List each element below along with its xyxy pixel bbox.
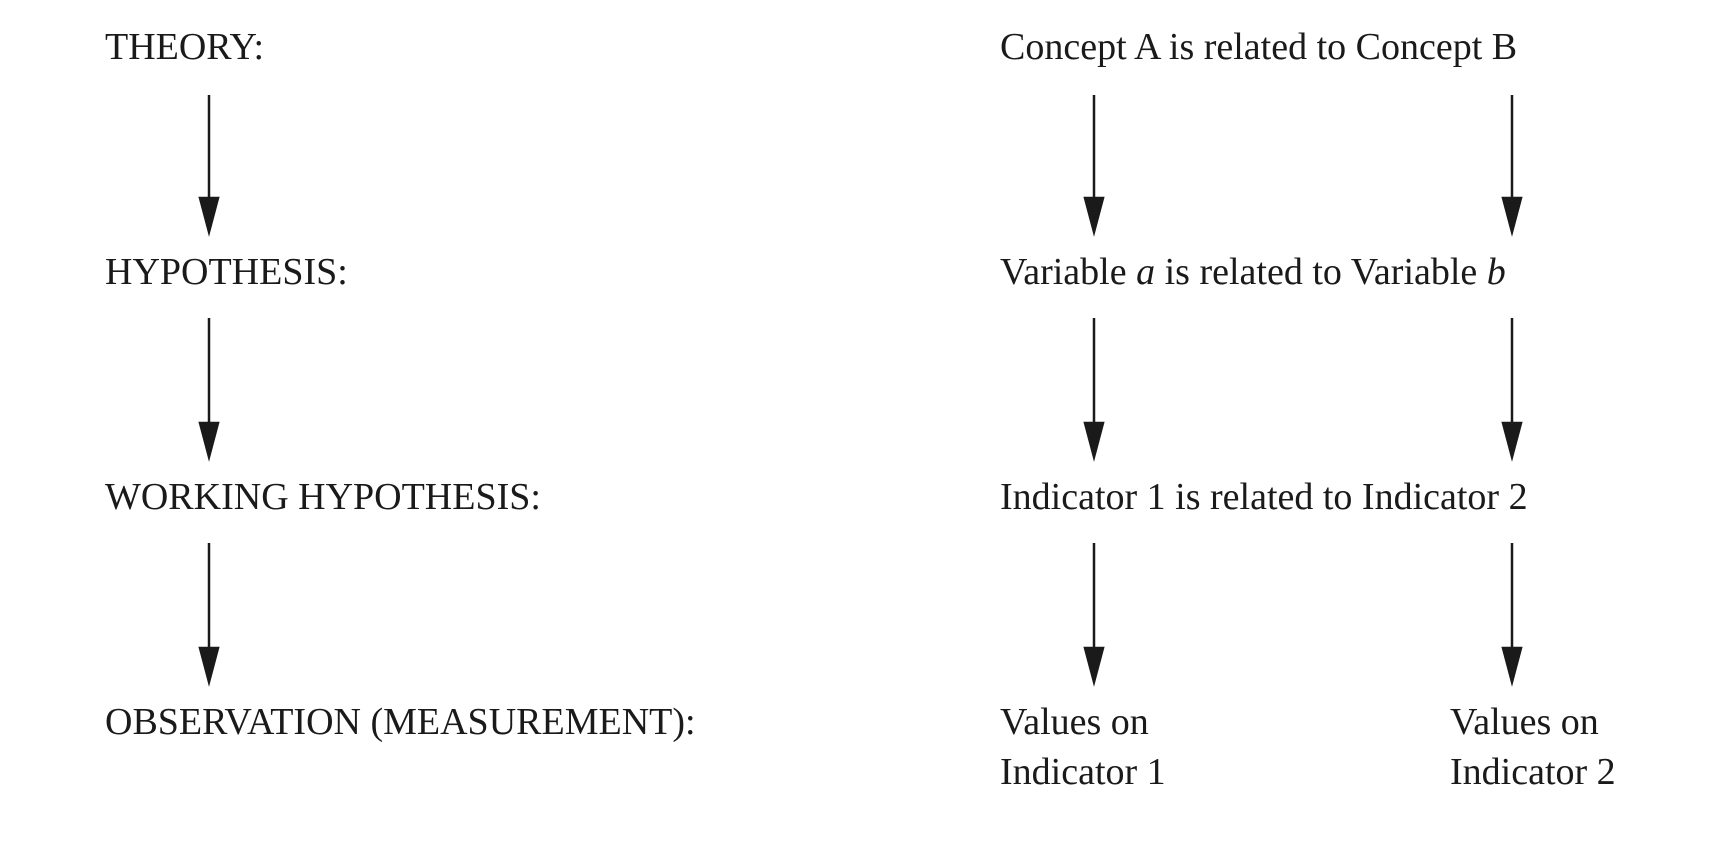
hypothesis-statement-prefix: Variable: [1000, 251, 1137, 293]
observation-right-line2: Indicator 2: [1450, 751, 1616, 793]
observation-left-line2: Indicator 1: [1000, 751, 1166, 793]
hypothesis-statement: Variable a is related to Variable b: [1000, 253, 1506, 291]
working-hypothesis-label: WORKING HYPOTHESIS:: [105, 476, 541, 518]
arrow-theory-to-hypothesis: [198, 95, 220, 237]
arrow-working-to-observation: [198, 543, 220, 687]
observation-left-line1: Values on: [1000, 701, 1149, 743]
arrow-variable-a-to-indicator-1: [1083, 318, 1105, 462]
arrow-indicator-1-to-values: [1083, 543, 1105, 687]
observation-left-values: Values on Indicator 1: [1000, 697, 1166, 797]
observation-right-values: Values on Indicator 2: [1450, 697, 1616, 797]
variable-a-symbol: a: [1136, 251, 1156, 293]
observation-right-line1: Values on: [1450, 701, 1599, 743]
hypothesis-statement-middle: is related to Variable: [1155, 251, 1487, 293]
variable-b-symbol: b: [1486, 251, 1506, 293]
working-hypothesis-statement-text: Indicator 1 is related to Indicator 2: [1000, 476, 1528, 518]
arrow-variable-b-to-indicator-2: [1501, 318, 1523, 462]
theory-statement: Concept A is related to Concept B: [1000, 28, 1517, 66]
observation-label: OBSERVATION (MEASUREMENT):: [105, 701, 696, 743]
arrow-indicator-2-to-values: [1501, 543, 1523, 687]
theory-label: THEORY:: [105, 26, 265, 68]
arrow-hypothesis-to-working: [198, 318, 220, 462]
working-hypothesis-statement: Indicator 1 is related to Indicator 2: [1000, 478, 1528, 516]
theory-statement-text: Concept A is related to Concept B: [1000, 26, 1518, 68]
arrow-concept-a-to-variable-a: [1083, 95, 1105, 237]
hypothesis-label: HYPOTHESIS:: [105, 251, 348, 293]
arrow-concept-b-to-variable-b: [1501, 95, 1523, 237]
